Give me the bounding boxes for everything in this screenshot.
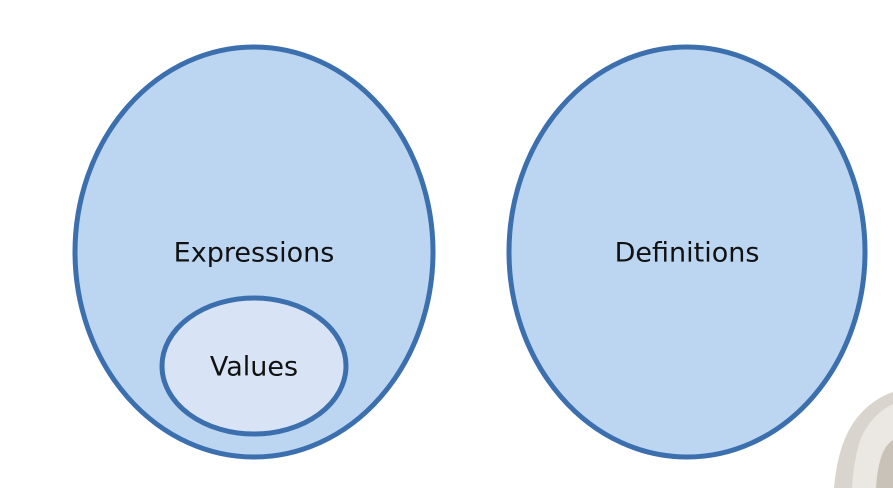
definitions-ellipse — [506, 44, 868, 460]
values-ellipse — [159, 295, 349, 437]
definitions-label: Definitions — [615, 238, 760, 269]
expressions-label: Expressions — [174, 238, 335, 269]
presenter-image — [834, 392, 893, 488]
values-label: Values — [210, 352, 298, 383]
